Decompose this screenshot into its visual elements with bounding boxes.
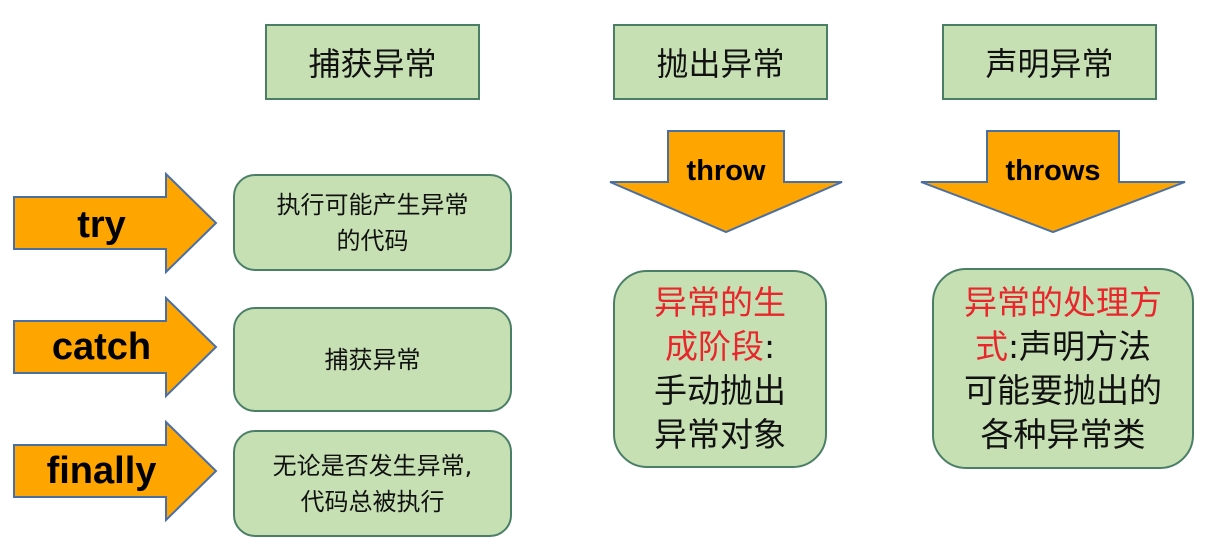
throws-arrow bbox=[920, 130, 1186, 234]
throws-description-line3: 可能要抛出的 bbox=[964, 370, 1162, 410]
throws-handling-line1: 异常的处理方 bbox=[964, 282, 1162, 322]
throw-keyword: throw bbox=[686, 155, 766, 187]
throw-description-box: 异常的生 成阶段: 手动抛出 异常对象 bbox=[613, 270, 827, 468]
throw-colon: : bbox=[763, 327, 776, 366]
finally-description-box: 无论是否发生异常, 代码总被执行 bbox=[233, 430, 512, 537]
header-declare-exception: 声明异常 bbox=[942, 24, 1157, 100]
throws-description-line1: 异常的处理方 bbox=[964, 281, 1162, 325]
catch-arrow bbox=[13, 295, 218, 399]
header-catch-exception-label: 捕获异常 bbox=[308, 45, 437, 83]
catch-keyword: catch bbox=[51, 326, 152, 368]
finally-description-line2: 代码总被执行 bbox=[300, 487, 445, 516]
header-catch-exception: 捕获异常 bbox=[265, 24, 480, 100]
header-declare-exception-label: 声明异常 bbox=[985, 45, 1114, 83]
throws-handling-line2: 式 bbox=[974, 326, 1008, 366]
header-throw-exception-label: 抛出异常 bbox=[656, 45, 785, 83]
try-keyword: try bbox=[77, 204, 126, 246]
catch-description-box: 捕获异常 bbox=[233, 307, 512, 412]
throw-stage-line2: 成阶段 bbox=[664, 327, 764, 366]
throws-description-line4: 各种异常类 bbox=[980, 414, 1146, 454]
header-throw-exception: 抛出异常 bbox=[613, 24, 828, 100]
finally-keyword: finally bbox=[46, 450, 157, 492]
try-description-line1: 执行可能产生异常 bbox=[276, 190, 469, 219]
throws-declare-text: :声明方法 bbox=[1007, 326, 1152, 366]
throw-description-line2: 成阶段: bbox=[665, 325, 775, 369]
finally-description-line1: 无论是否发生异常, bbox=[272, 451, 473, 480]
throws-description-line2: 式:声明方法 bbox=[975, 325, 1151, 369]
try-description-line2: 的代码 bbox=[336, 226, 409, 255]
throw-stage-line1: 异常的生 bbox=[654, 283, 786, 322]
throw-description-line4: 异常对象 bbox=[654, 415, 786, 454]
throws-keyword: throws bbox=[1005, 155, 1101, 187]
throws-description-box: 异常的处理方 式:声明方法 可能要抛出的 各种异常类 bbox=[932, 268, 1194, 469]
throw-description-line1: 异常的生 bbox=[654, 281, 786, 325]
try-description-box: 执行可能产生异常 的代码 bbox=[233, 174, 512, 271]
try-arrow bbox=[13, 171, 218, 275]
throw-arrow bbox=[609, 130, 843, 234]
catch-description: 捕获异常 bbox=[324, 345, 421, 374]
finally-arrow bbox=[13, 419, 218, 523]
throw-description-line3: 手动抛出 bbox=[654, 371, 786, 410]
